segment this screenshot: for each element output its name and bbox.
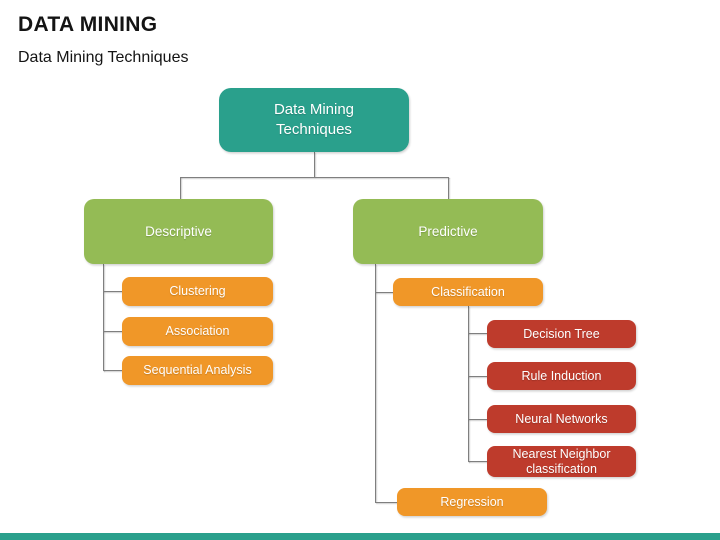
connector-clustering-stub bbox=[103, 291, 122, 292]
node-label: Clustering bbox=[169, 284, 226, 299]
connector-predictive-spine bbox=[375, 264, 376, 502]
connector-decision-tree-stub bbox=[468, 333, 487, 334]
node-label: Rule Induction bbox=[521, 368, 602, 383]
node-label: Neural Networks bbox=[515, 411, 608, 426]
node-neural-networks: Neural Networks bbox=[487, 405, 636, 433]
connector-predictive-drop bbox=[448, 177, 449, 199]
node-label: Nearest Neighbor classification bbox=[512, 447, 611, 476]
node-decision-tree: Decision Tree bbox=[487, 320, 636, 348]
connector-sequential-stub bbox=[103, 370, 122, 371]
connector-descriptive-spine bbox=[103, 264, 104, 371]
connector-root-vertical bbox=[314, 152, 315, 177]
node-label: Sequential Analysis bbox=[143, 363, 252, 378]
node-nearest-neighbor-classification: Nearest Neighbor classification bbox=[487, 446, 636, 477]
node-rule-induction: Rule Induction bbox=[487, 362, 636, 390]
connector-neural-networks-stub bbox=[468, 419, 487, 420]
node-label: Data Mining Techniques bbox=[273, 100, 355, 138]
connector-classification-stub bbox=[375, 292, 393, 293]
connector-rule-induction-stub bbox=[468, 376, 487, 377]
connector-nearest-neighbor-stub bbox=[468, 461, 487, 462]
connector-top-horizontal bbox=[180, 177, 449, 178]
node-label: Regression bbox=[440, 494, 504, 509]
node-classification: Classification bbox=[393, 278, 543, 306]
node-label: Descriptive bbox=[145, 224, 212, 239]
node-label: Predictive bbox=[418, 224, 478, 239]
slide-title: DATA MINING bbox=[18, 13, 158, 36]
connector-descriptive-drop bbox=[180, 177, 181, 199]
connector-regression-stub bbox=[375, 502, 397, 503]
node-label: Classification bbox=[431, 284, 505, 299]
node-regression: Regression bbox=[397, 488, 547, 516]
node-label: Decision Tree bbox=[523, 326, 600, 341]
node-label: Association bbox=[165, 324, 230, 339]
bottom-accent-bar bbox=[0, 533, 720, 540]
connector-classification-spine bbox=[468, 306, 469, 462]
node-predictive: Predictive bbox=[353, 199, 543, 264]
node-descriptive: Descriptive bbox=[84, 199, 273, 264]
node-sequential-analysis: Sequential Analysis bbox=[122, 356, 273, 385]
slide-subtitle: Data Mining Techniques bbox=[18, 49, 189, 66]
node-association: Association bbox=[122, 317, 273, 346]
node-data-mining-techniques: Data Mining Techniques bbox=[219, 88, 409, 152]
connector-association-stub bbox=[103, 331, 122, 332]
node-clustering: Clustering bbox=[122, 277, 273, 306]
